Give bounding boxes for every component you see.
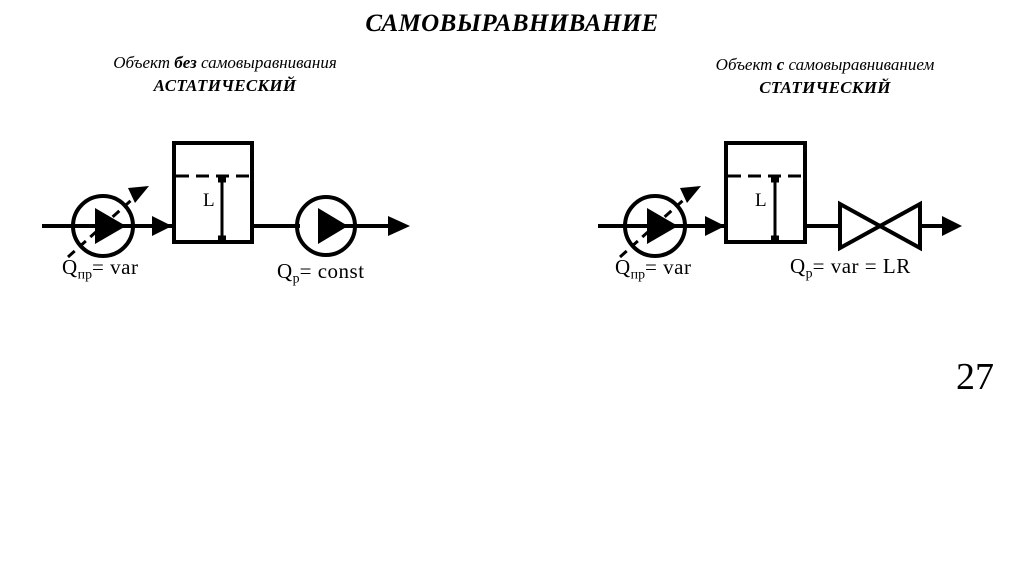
right-panel-heading: Объект с самовыравниванием СТАТИЧЕСКИЙ bbox=[640, 54, 1010, 100]
right-inlet-pump-adjust-arrow bbox=[618, 186, 701, 259]
right-inlet-flow-subscript: пр bbox=[630, 266, 646, 282]
left-tank-body bbox=[172, 141, 254, 244]
left-subtitle-type: АСТАТИЧЕСКИЙ bbox=[153, 75, 297, 95]
left-inlet-flow-value: = var bbox=[92, 255, 139, 279]
right-inlet-pump-triangle bbox=[647, 208, 678, 244]
right-outlet-flow-label: Qр= var = LR bbox=[790, 254, 911, 281]
left-tank-level-label: L bbox=[203, 190, 215, 211]
right-subtitle-line: Объект с самовыравниванием bbox=[640, 54, 1010, 77]
page-title: САМОВЫРАВНИВАНИЕ bbox=[365, 10, 659, 37]
right-outlet-arrowhead bbox=[942, 216, 962, 236]
left-subtitle-suffix: самовыравнивания bbox=[196, 53, 337, 72]
right-tank-inlet-arrowhead bbox=[705, 216, 725, 236]
right-outlet-flow-value: = var = LR bbox=[812, 254, 911, 278]
left-inlet-flow-subscript: пр bbox=[77, 266, 93, 282]
left-panel-heading: Объект без самовыравнивания АСТАТИЧЕСКИЙ bbox=[50, 52, 400, 98]
right-outlet-flow-symbol: Q bbox=[790, 254, 806, 278]
right-inlet-flow-value: = var bbox=[645, 255, 692, 279]
left-outlet-arrowhead bbox=[388, 216, 410, 236]
left-inlet-pump-adjust-arrow bbox=[66, 186, 149, 259]
left-subtitle-line: Объект без самовыравнивания bbox=[50, 52, 400, 75]
right-subtitle-type: СТАТИЧЕСКИЙ bbox=[759, 77, 891, 97]
right-outlet-flow-subscript: р bbox=[805, 265, 813, 281]
right-tank-body bbox=[724, 141, 807, 244]
right-subtitle-suffix: самовыравниванием bbox=[784, 55, 935, 74]
right-subtitle-emphasis: с bbox=[776, 55, 785, 74]
left-subtitle-emphasis: без bbox=[174, 53, 197, 72]
page-number: 27 bbox=[956, 356, 994, 398]
left-outlet-flow-subscript: р bbox=[292, 270, 300, 286]
left-diagram-svg bbox=[42, 141, 410, 259]
left-outlet-flow-symbol: Q bbox=[277, 259, 293, 283]
right-inlet-flow-label: Qпр= var bbox=[615, 255, 691, 282]
right-subtitle-prefix: Объект bbox=[715, 55, 777, 74]
left-subtitle-prefix: Объект bbox=[113, 53, 175, 72]
left-outlet-flow-label: Qр= const bbox=[277, 259, 365, 286]
left-process-diagram bbox=[0, 0, 480, 320]
left-tank-inlet-arrowhead bbox=[152, 216, 172, 236]
left-inlet-flow-label: Qпр= var bbox=[62, 255, 138, 282]
right-tank-level-indicator bbox=[771, 177, 779, 241]
left-inlet-pump-triangle bbox=[95, 208, 126, 244]
control-valve-icon bbox=[838, 200, 922, 252]
right-tank-level-label: L bbox=[755, 190, 767, 211]
right-process-diagram bbox=[550, 0, 1024, 320]
right-diagram-svg bbox=[598, 141, 962, 259]
left-inlet-flow-symbol: Q bbox=[62, 255, 78, 279]
left-outlet-flow-value: = const bbox=[299, 259, 365, 283]
right-inlet-flow-symbol: Q bbox=[615, 255, 631, 279]
left-tank-level-indicator bbox=[218, 177, 226, 241]
